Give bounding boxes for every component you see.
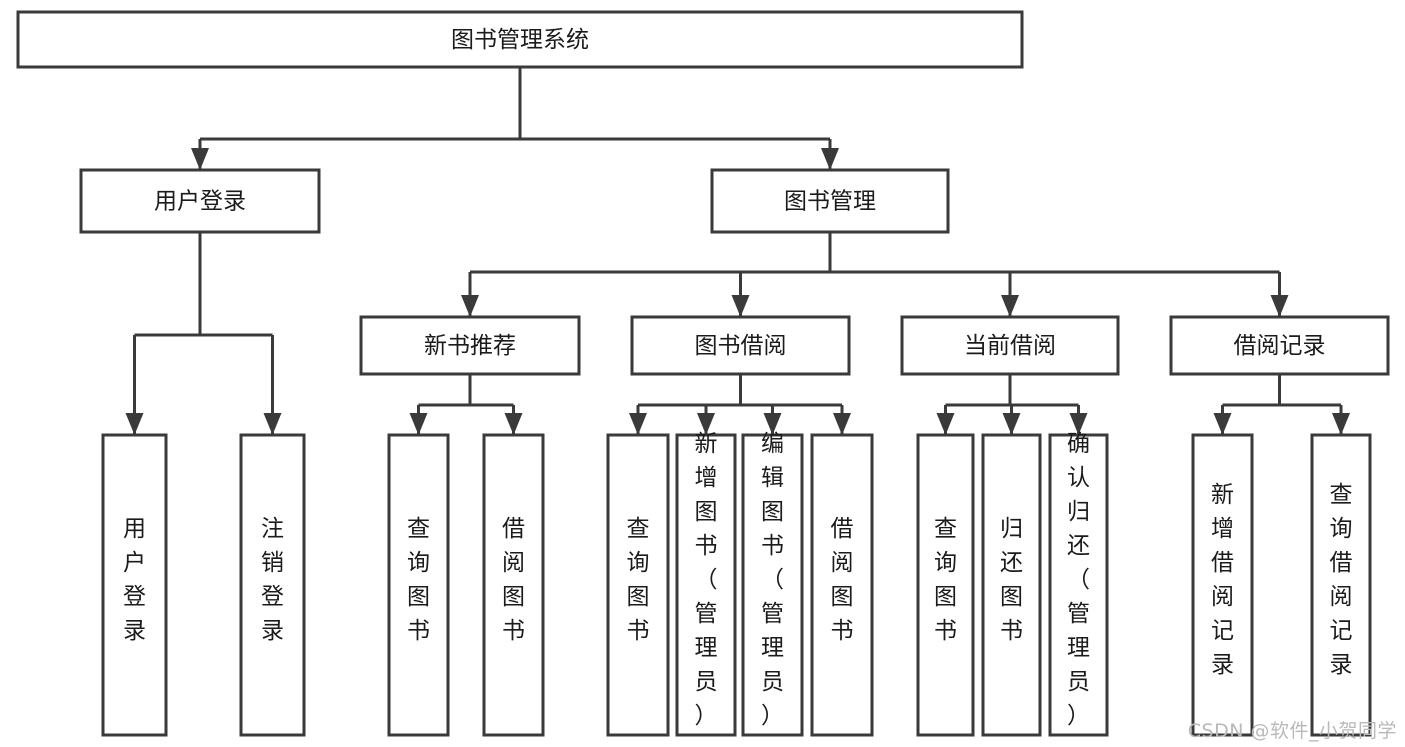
node-borrow-record-label: 借阅记录 — [1234, 333, 1326, 359]
node-leaf-edit-book-box[interactable] — [741, 433, 804, 737]
edge-group-borrow-record — [1213, 374, 1350, 435]
arrowhead-icon — [697, 413, 715, 435]
node-leaf-query-book-borrow[interactable]: 查询图书 — [606, 433, 670, 737]
node-leaf-borrow-book[interactable]: 借阅图书 — [810, 433, 874, 737]
node-leaf-edit-book[interactable]: 编辑图书（管理员） — [741, 431, 804, 737]
edge-group-current-borrow — [936, 374, 1088, 435]
node-leaf-query-book-cur-box[interactable] — [916, 433, 975, 737]
node-leaf-query-book-borrow-label: 查询图书 — [627, 516, 650, 644]
node-root[interactable]: 图书管理系统 — [16, 10, 1024, 69]
node-leaf-query-book-rec[interactable]: 查询图书 — [387, 433, 450, 737]
node-new-book-recommend-label: 新书推荐 — [424, 333, 516, 359]
node-book-manage-box[interactable] — [710, 168, 950, 234]
nodes-layer: 图书管理系统用户登录图书管理新书推荐图书借阅当前借阅借阅记录用户登录注销登录查询… — [16, 10, 1390, 737]
node-leaf-query-record[interactable]: 查询借阅记录 — [1310, 433, 1372, 737]
node-leaf-borrow-book-box[interactable] — [810, 433, 874, 737]
arrowhead-icon — [763, 413, 782, 435]
node-leaf-return-book[interactable]: 归还图书 — [981, 433, 1042, 737]
arrowhead-icon — [1213, 413, 1232, 435]
node-leaf-user-login-box[interactable] — [101, 433, 168, 737]
node-leaf-user-login-label: 用户登录 — [123, 516, 146, 644]
edge-group-book-borrow — [629, 374, 851, 435]
node-leaf-add-record[interactable]: 新增借阅记录 — [1191, 433, 1254, 737]
node-leaf-borrow-book-rec-label: 借阅图书 — [502, 516, 525, 644]
node-book-manage[interactable]: 图书管理 — [710, 168, 950, 234]
node-book-borrow-box[interactable] — [630, 315, 851, 376]
arrowhead-icon — [936, 413, 955, 435]
node-leaf-add-book-label: 新增图书（管理员） — [695, 431, 718, 729]
edge-group-book-manage — [461, 232, 1289, 317]
node-leaf-borrow-book-rec-box[interactable] — [482, 433, 545, 737]
node-leaf-query-book-rec-label: 查询图书 — [407, 516, 430, 644]
node-leaf-user-login[interactable]: 用户登录 — [101, 433, 168, 737]
arrowhead-icon — [833, 413, 851, 435]
arrowhead-icon — [191, 148, 209, 170]
node-new-book-recommend[interactable]: 新书推荐 — [359, 315, 581, 376]
node-leaf-edit-book-label: 编辑图书（管理员） — [761, 431, 784, 729]
node-leaf-confirm-return[interactable]: 确认归还（管理员） — [1048, 431, 1109, 737]
arrowhead-icon — [1069, 413, 1088, 435]
node-leaf-return-book-box[interactable] — [981, 433, 1042, 737]
node-book-manage-label: 图书管理 — [784, 189, 876, 215]
node-current-borrow-label: 当前借阅 — [964, 333, 1056, 359]
arrowhead-icon — [629, 413, 647, 435]
node-leaf-query-book-cur-label: 查询图书 — [934, 516, 957, 644]
arrowhead-icon — [409, 413, 428, 435]
edge-group-new-book-recommend — [409, 374, 523, 435]
node-leaf-query-book-borrow-box[interactable] — [606, 433, 670, 737]
node-leaf-query-record-box[interactable] — [1310, 433, 1372, 737]
node-leaf-borrow-book-label: 借阅图书 — [831, 516, 854, 644]
arrowhead-icon — [1001, 295, 1019, 317]
edge-group-user-login — [125, 232, 282, 435]
node-user-login-label: 用户登录 — [154, 189, 246, 215]
arrowhead-icon — [461, 295, 479, 317]
edge-group-root — [191, 67, 839, 170]
node-leaf-query-record-label: 查询借阅记录 — [1330, 482, 1353, 678]
node-leaf-add-book-box[interactable] — [675, 433, 737, 737]
arrowhead-icon — [821, 148, 839, 170]
node-leaf-add-record-label: 新增借阅记录 — [1211, 482, 1234, 678]
node-user-login[interactable]: 用户登录 — [79, 168, 321, 234]
node-leaf-add-record-box[interactable] — [1191, 433, 1254, 737]
node-book-borrow[interactable]: 图书借阅 — [630, 315, 851, 376]
arrowhead-icon — [125, 413, 144, 435]
node-leaf-confirm-return-label: 确认归还（管理员） — [1067, 431, 1090, 729]
node-user-login-box[interactable] — [79, 168, 321, 234]
arrowhead-icon — [504, 413, 523, 435]
arrowhead-icon — [731, 295, 750, 317]
node-leaf-return-book-label: 归还图书 — [1000, 516, 1023, 644]
arrowhead-icon — [1002, 413, 1021, 435]
node-leaf-user-logout-box[interactable] — [239, 433, 306, 737]
edges-layer — [125, 67, 1350, 435]
node-new-book-recommend-box[interactable] — [359, 315, 581, 376]
node-leaf-user-logout-label: 注销登录 — [261, 516, 284, 644]
node-book-borrow-label: 图书借阅 — [695, 333, 787, 359]
watermark-text: CSDN @软件_小贺同学 — [1187, 720, 1397, 742]
node-leaf-query-book-cur[interactable]: 查询图书 — [916, 433, 975, 737]
node-leaf-borrow-book-rec[interactable]: 借阅图书 — [482, 433, 545, 737]
arrowhead-icon — [1332, 413, 1350, 435]
node-root-box[interactable] — [16, 10, 1024, 69]
node-root-label: 图书管理系统 — [451, 27, 589, 53]
node-leaf-add-book[interactable]: 新增图书（管理员） — [675, 431, 737, 737]
node-leaf-query-book-rec-box[interactable] — [387, 433, 450, 737]
node-current-borrow[interactable]: 当前借阅 — [900, 315, 1120, 376]
node-borrow-record[interactable]: 借阅记录 — [1169, 315, 1390, 376]
node-borrow-record-box[interactable] — [1169, 315, 1390, 376]
node-leaf-confirm-return-box[interactable] — [1048, 433, 1109, 737]
arrowhead-icon — [263, 413, 282, 435]
arrowhead-icon — [1270, 295, 1289, 317]
node-current-borrow-box[interactable] — [900, 315, 1120, 376]
node-leaf-user-logout[interactable]: 注销登录 — [239, 433, 306, 737]
